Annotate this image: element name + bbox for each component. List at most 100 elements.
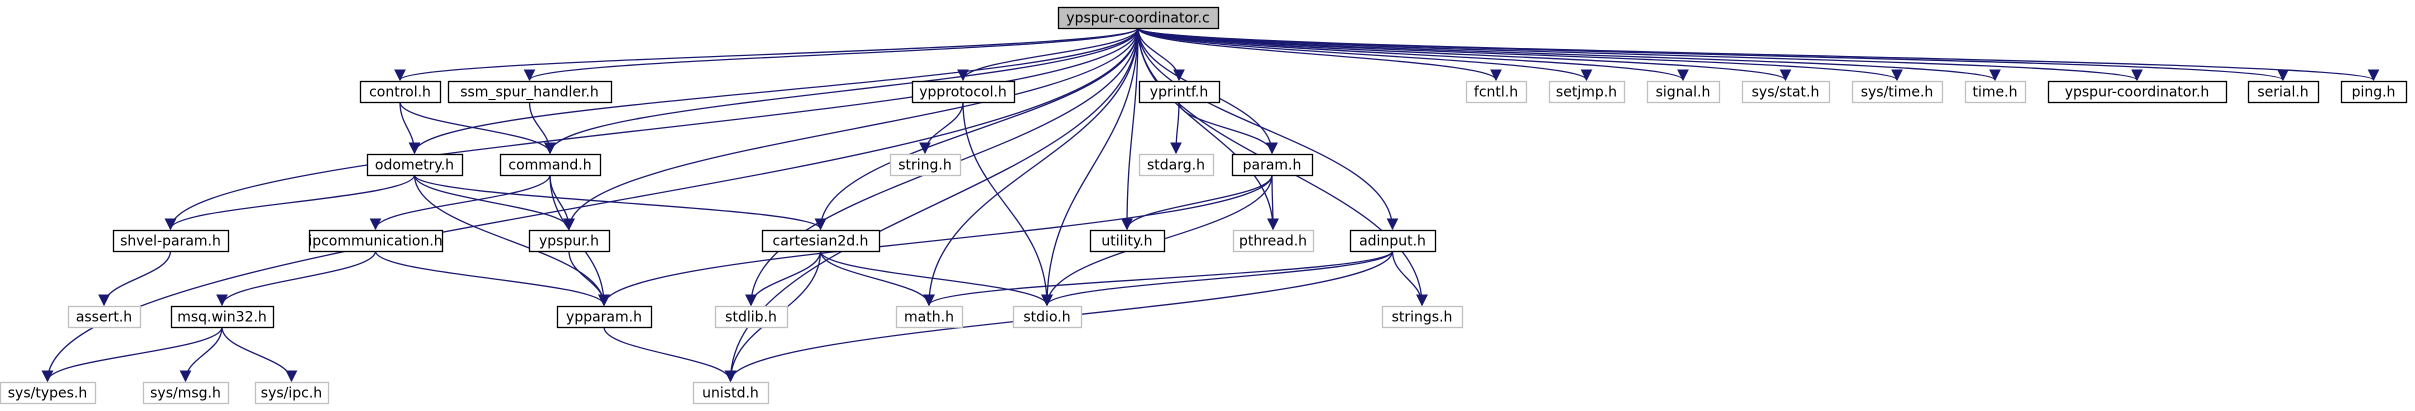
- node-box: [1381, 305, 1464, 329]
- node-label: command.h: [508, 158, 591, 174]
- node-box: [366, 153, 464, 177]
- edge-msq-to-systypes: [41, 326, 223, 383]
- edge-arrow: [1121, 27, 1139, 231]
- node-ipcomm[interactable]: ipcommunication.h: [308, 229, 444, 253]
- edge-root-to-command: [544, 27, 1139, 155]
- node-serial[interactable]: serial.h: [2247, 80, 2320, 104]
- node-label: adinput.h: [1359, 234, 1426, 250]
- edge-arrow: [1137, 27, 1593, 82]
- node-ypparam[interactable]: ypparam.h: [556, 305, 653, 329]
- edge-arrow: [1137, 27, 1689, 82]
- node-box: [889, 153, 962, 177]
- node-signal: signal.h: [1646, 80, 1721, 104]
- edge-arrow: [819, 250, 935, 307]
- edge-arrow: [1391, 250, 1428, 307]
- node-utility[interactable]: utility.h: [1089, 229, 1166, 253]
- node-stdio: stdio.h: [1012, 305, 1083, 329]
- edge-odometry-to-cart: [413, 174, 827, 231]
- node-box: [1089, 229, 1166, 253]
- node-ssm[interactable]: ssm_spur_handler.h: [447, 80, 613, 104]
- edge-root-to-ypprotocol: [957, 27, 1139, 82]
- node-box: [2340, 80, 2408, 104]
- edge-root-to-fcntl: [1137, 27, 1502, 82]
- edge-arrow: [528, 101, 556, 155]
- node-strings: strings.h: [1381, 305, 1464, 329]
- edge-arrow: [1121, 174, 1273, 231]
- node-root[interactable]: ypspur-coordinator.c: [1057, 6, 1220, 30]
- node-box: [1232, 229, 1315, 253]
- edge-adinput-to-stdio: [1041, 250, 1394, 307]
- node-box: [761, 229, 881, 253]
- node-box: [1057, 6, 1220, 30]
- node-box: [447, 80, 613, 104]
- node-box: [1012, 305, 1083, 329]
- edge-ssm-to-command: [528, 101, 556, 155]
- edge-layer: [41, 27, 2379, 383]
- node-ping[interactable]: ping.h: [2340, 80, 2408, 104]
- node-label: serial.h: [2257, 85, 2308, 101]
- node-box: [556, 305, 653, 329]
- edge-arrow: [1267, 174, 1279, 231]
- edge-root-to-ssm: [523, 27, 1139, 82]
- edge-arrow: [1137, 27, 1279, 231]
- node-ypspur[interactable]: ypspur.h: [528, 229, 611, 253]
- node-box: [692, 381, 770, 405]
- edge-arrow: [1137, 27, 1502, 82]
- edge-command-to-ipcomm: [369, 174, 551, 231]
- node-label: sys/types.h: [8, 386, 87, 402]
- edge-yprintf-to-stdarg: [1170, 101, 1182, 155]
- node-shvel[interactable]: shvel-param.h: [112, 229, 230, 253]
- edge-root-to-control: [394, 27, 1139, 82]
- node-label: ipcommunication.h: [308, 234, 442, 250]
- edge-arrow: [41, 326, 223, 383]
- edge-arrow: [374, 250, 610, 307]
- node-box: [1138, 80, 1221, 104]
- node-setjmp: setjmp.h: [1548, 80, 1626, 104]
- edge-adinput-to-math: [923, 250, 1394, 307]
- edge-ipcomm-to-ypparam: [374, 250, 610, 307]
- node-label: pthread.h: [1239, 234, 1307, 250]
- node-cart[interactable]: cartesian2d.h: [761, 229, 881, 253]
- edge-arrow: [1137, 27, 2379, 82]
- node-time: time.h: [1964, 80, 2027, 104]
- node-msq[interactable]: msq.win32.h: [170, 305, 275, 329]
- edge-arrow: [544, 27, 1139, 155]
- node-ypprotocol[interactable]: ypprotocol.h: [911, 80, 1016, 104]
- node-box: [1138, 153, 1215, 177]
- node-box: [1465, 80, 1528, 104]
- node-label: odometry.h: [375, 158, 454, 174]
- edge-arrow: [1137, 27, 1903, 82]
- edge-arrow: [1178, 101, 1278, 155]
- node-adinput[interactable]: adinput.h: [1349, 229, 1437, 253]
- edge-arrow: [563, 27, 1139, 231]
- edge-cart-to-math: [819, 250, 935, 307]
- node-label: msq.win32.h: [177, 310, 267, 326]
- edge-arrow: [394, 27, 1139, 82]
- edge-arrow: [1137, 27, 1399, 231]
- node-label: sys/ipc.h: [261, 386, 322, 402]
- node-fcntl: fcntl.h: [1465, 80, 1528, 104]
- edge-arrow: [1137, 27, 2001, 82]
- edge-control-to-odometry: [399, 101, 421, 155]
- node-ypcoordh[interactable]: ypspur-coordinator.h: [2047, 80, 2228, 104]
- node-command[interactable]: command.h: [499, 153, 602, 177]
- edge-root-to-odometry: [408, 27, 1139, 155]
- node-systime: sys/time.h: [1851, 80, 1944, 104]
- node-param[interactable]: param.h: [1231, 153, 1314, 177]
- edge-control-to-command: [399, 101, 556, 155]
- node-math: math.h: [895, 305, 964, 329]
- node-sysstat: sys/stat.h: [1741, 80, 1831, 104]
- edge-ipcomm-to-msq: [216, 250, 377, 307]
- node-odometry[interactable]: odometry.h: [366, 153, 464, 177]
- node-control[interactable]: control.h: [359, 80, 442, 104]
- node-box: [1349, 229, 1437, 253]
- node-label: unistd.h: [702, 386, 759, 402]
- edge-param-to-utility: [1121, 174, 1273, 231]
- edge-root-to-utility: [1121, 27, 1139, 231]
- node-sysmsg: sys/msg.h: [142, 381, 230, 405]
- node-label: yprintf.h: [1150, 85, 1208, 101]
- edge-arrow: [413, 174, 575, 231]
- node-yprintf[interactable]: yprintf.h: [1138, 80, 1221, 104]
- node-label: stdio.h: [1023, 310, 1070, 326]
- edge-arrow: [598, 174, 1273, 307]
